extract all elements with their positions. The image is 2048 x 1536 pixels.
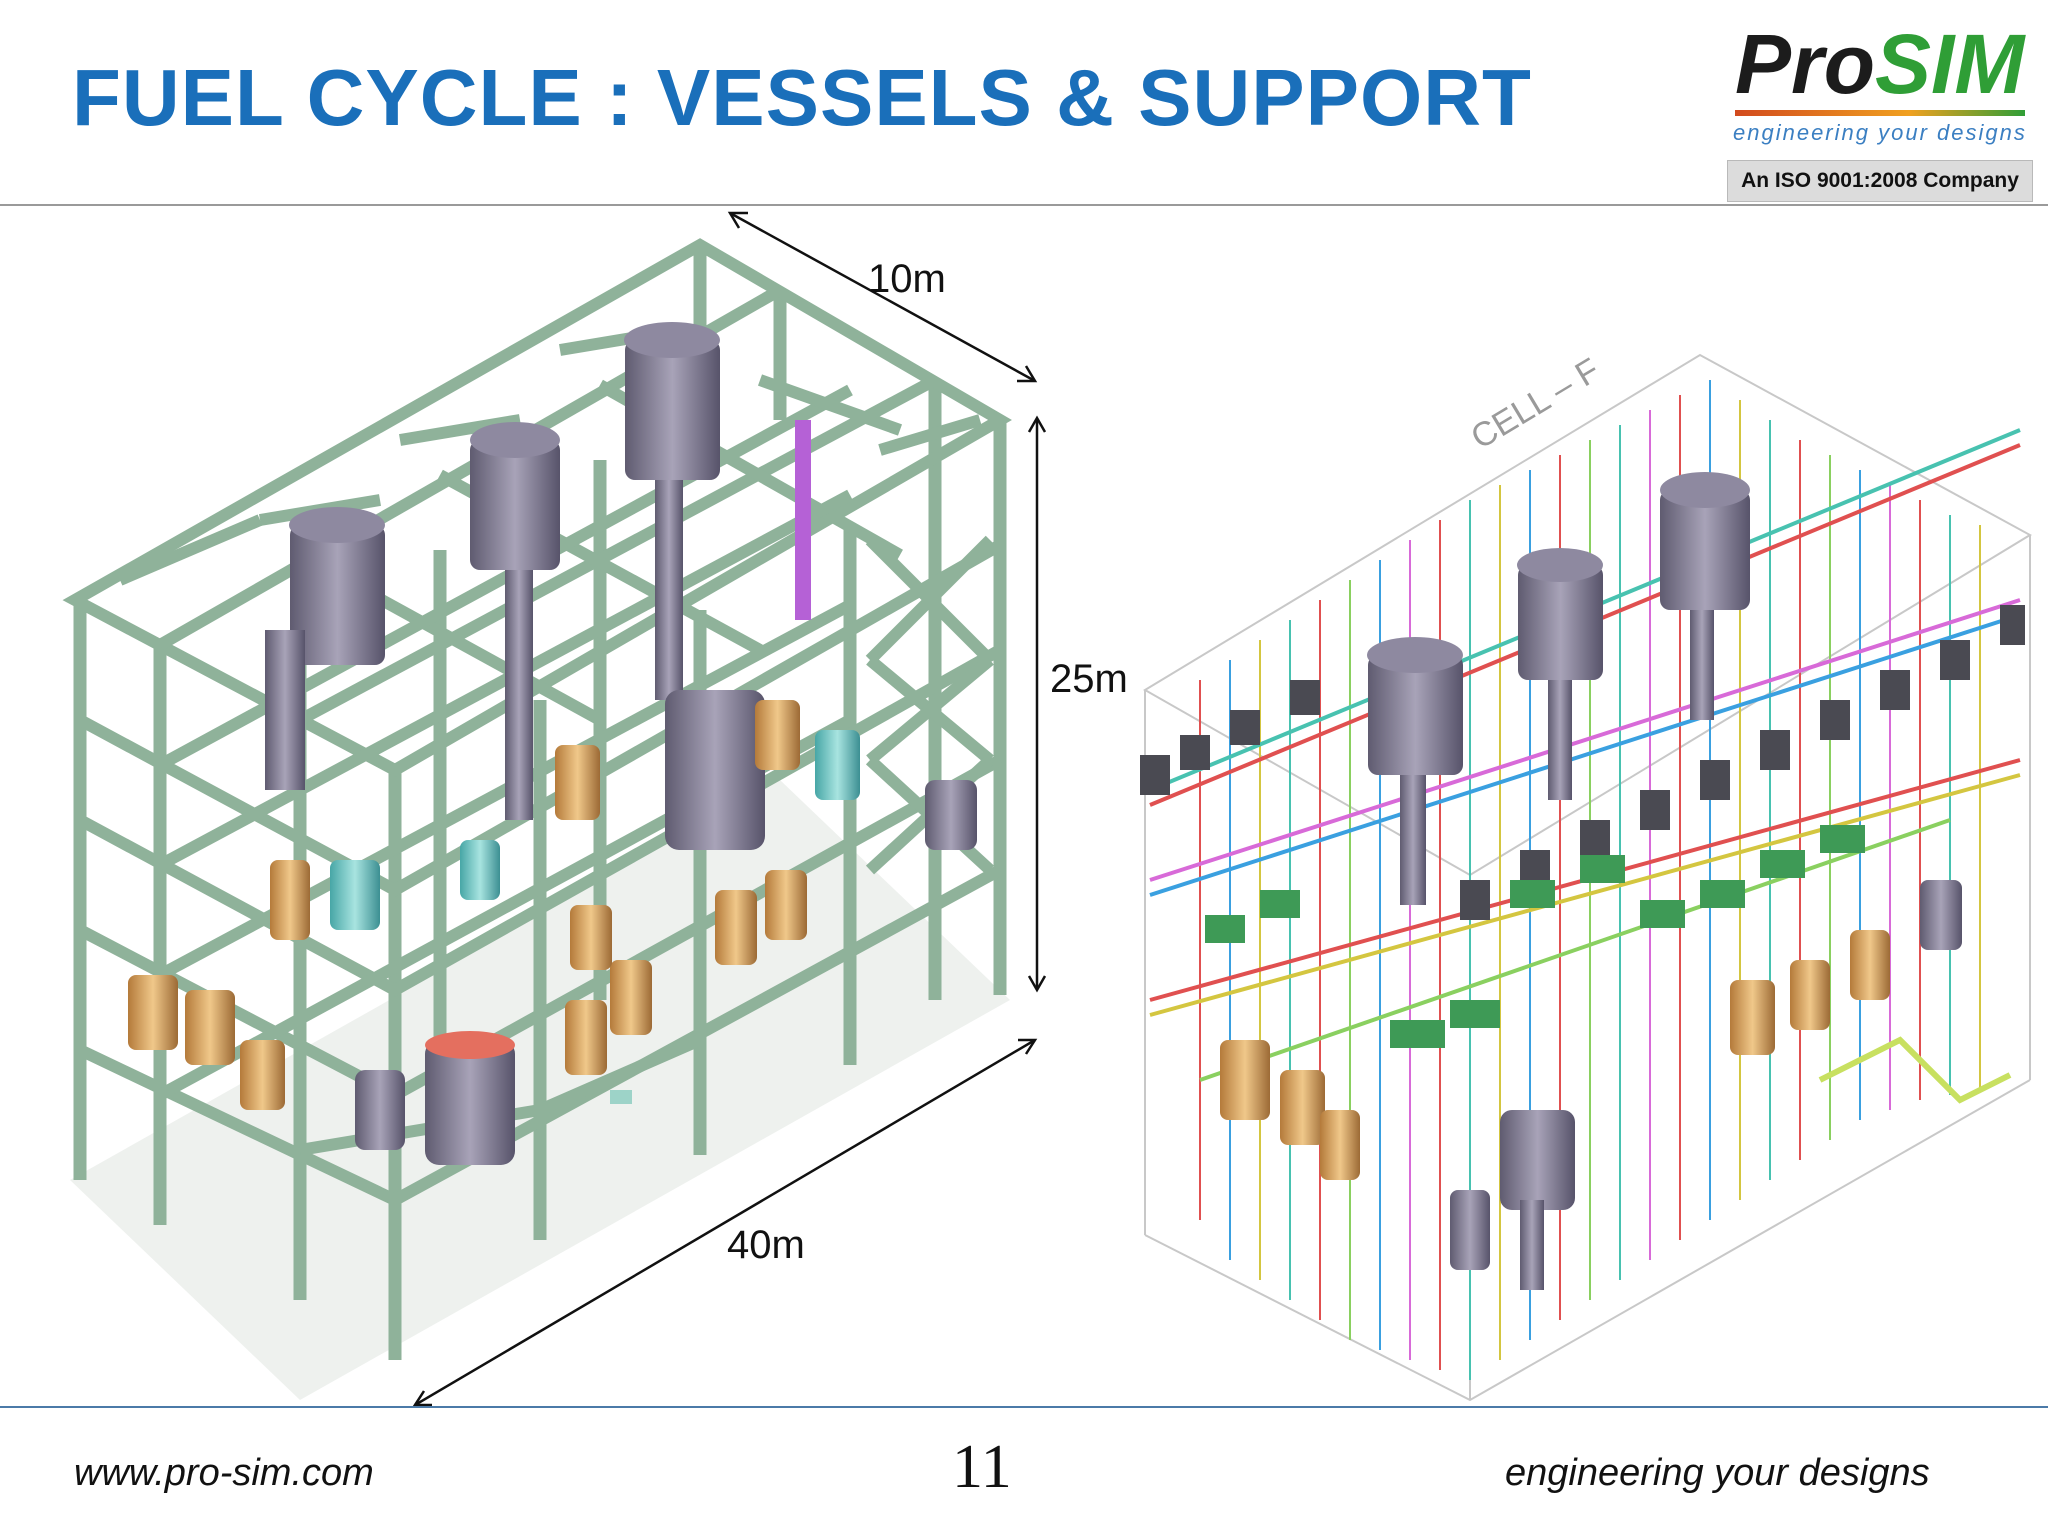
iso-certification-badge: An ISO 9001:2008 Company: [1727, 160, 2033, 202]
logo-swoosh: [1735, 110, 2025, 116]
footer-divider: [0, 1406, 2048, 1408]
instrument-boxes: [1140, 605, 2025, 920]
footer-tagline: engineering your designs: [1505, 1452, 1930, 1494]
header-divider: [0, 204, 2048, 206]
height-label: 25m: [1050, 657, 1128, 701]
cell-vessels: [1220, 472, 1962, 1290]
large-process-vessels: [265, 322, 811, 1165]
valve-clusters: [1205, 825, 1865, 1048]
dimension-lines: [412, 211, 1047, 1407]
length-label: 40m: [727, 1223, 805, 1267]
small-process-tanks: [128, 700, 977, 1150]
pipe-racks: [1149, 428, 2021, 1082]
logo-wordmark: ProSIM: [1735, 22, 2024, 106]
depth-label: 10m: [868, 257, 946, 301]
footer-website-link[interactable]: www.pro-sim.com: [74, 1452, 374, 1494]
page-number: 11: [952, 1433, 1012, 1501]
logo-tagline: engineering your designs: [1733, 120, 2027, 145]
vessel-support-structure: 10m 25m 40m: [62, 211, 1128, 1407]
drain-pipe: [1818, 1036, 2012, 1104]
logo-sim-text: SIM: [1875, 17, 2025, 111]
cell-piping-model: CELL – F: [1140, 351, 2033, 1402]
prosim-logo: ProSIM engineering your designs An ISO 9…: [1725, 22, 2035, 204]
cell-label: CELL – F: [1465, 351, 1607, 457]
slide-title: FUEL CYCLE : VESSELS & SUPPORT: [72, 53, 1532, 142]
depth-dimension-line: [729, 211, 1036, 383]
logo-pro-text: Pro: [1735, 17, 1876, 111]
length-dimension-line: [414, 1038, 1036, 1407]
